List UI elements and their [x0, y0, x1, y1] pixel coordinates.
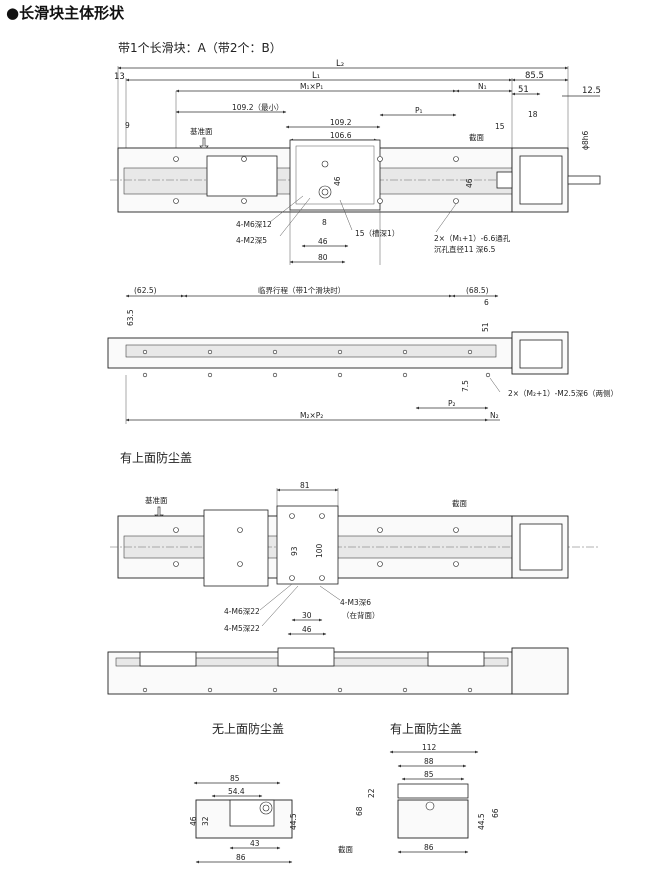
dim-68-5: (68.5) — [466, 286, 489, 295]
end2-dim-22: 22 — [367, 788, 376, 798]
end-dim-86: 86 — [236, 853, 246, 862]
top-view-2: 81 基准面 截面 93 100 4-M6深22 4-M5深22 30 46 4… — [110, 481, 600, 636]
end-dim-44-5: 44.5 — [289, 813, 298, 830]
dim-13: 13 — [114, 72, 125, 82]
slot-label: 15（槽深1） — [355, 228, 399, 238]
dim-18: 18 — [528, 110, 538, 119]
datum-label: 基准面 — [190, 126, 213, 136]
dim-15: 15 — [495, 122, 505, 131]
callout-m3: 4-M3深6 — [340, 598, 371, 607]
end2-dim-68: 68 — [355, 806, 364, 816]
dim-80: 80 — [318, 253, 328, 262]
end2-dim-86: 86 — [424, 843, 434, 852]
end2-dim-85: 85 — [424, 770, 434, 779]
end2-dim-66: 66 — [491, 808, 500, 818]
label-with-cover: 有上面防尘盖 — [390, 721, 462, 736]
side-holes — [142, 349, 491, 378]
callout-m6-2: 4-M6深22 — [224, 607, 260, 616]
covered-side-motor — [511, 647, 569, 695]
heading: ●长滑块主体形状 — [6, 4, 125, 22]
dim-8: 8 — [322, 218, 327, 227]
dim-100: 100 — [315, 543, 324, 558]
end-dim-46: 46 — [189, 816, 198, 826]
cover-holes — [173, 513, 459, 581]
dim-6: 6 — [484, 298, 489, 307]
section-label: 截面 — [469, 132, 484, 142]
end2-cover — [397, 783, 469, 799]
dim-n2: N₂ — [490, 411, 499, 420]
side-view-2 — [107, 647, 569, 695]
holes-1-counterbore: 沉孔直径11 深6.5 — [434, 244, 496, 254]
dim-106-6: 106.6 — [330, 131, 352, 140]
dim-m1p1: M₁×P₁ — [300, 82, 323, 91]
dim-62-5: (62.5) — [134, 286, 157, 295]
covered-side-holes — [142, 687, 473, 693]
holes-2-label: 2×（M₂+1）-M2.5深6（两侧） — [508, 388, 618, 398]
end-dim-85: 85 — [230, 774, 240, 783]
backside-label: （在背面） — [342, 610, 380, 620]
dim-51-b: 51 — [481, 322, 490, 332]
side-slider-c — [427, 651, 485, 667]
end2-dim-112: 112 — [422, 743, 437, 752]
dim-m2p2: M₂×P₂ — [300, 411, 323, 420]
subtitle-cover: 有上面防尘盖 — [120, 450, 192, 465]
motor-flange — [519, 155, 563, 205]
covered-slider — [276, 505, 339, 585]
slider-left — [206, 155, 278, 197]
dim-46-c: 46 — [318, 237, 328, 246]
dim-l2: L₂ — [336, 59, 344, 69]
side-slider-b — [277, 647, 335, 667]
end2-dim-88: 88 — [424, 757, 434, 766]
dim-46-a: 46 — [465, 178, 474, 188]
dim-p2: P₂ — [448, 399, 456, 408]
subtitle-a: 带1个长滑块：A（带2个：B） — [118, 41, 282, 55]
coupling — [496, 171, 513, 189]
end-dim-54-4: 54.4 — [228, 787, 245, 796]
side-rail — [125, 344, 497, 358]
dim-109-2: 109.2 — [330, 118, 352, 127]
callout-m2: 4-M2深5 — [236, 236, 267, 245]
dim-l1: L₁ — [312, 71, 320, 81]
long-slider — [289, 139, 381, 211]
dim-30: 30 — [302, 611, 312, 620]
covered-slider-left — [203, 509, 269, 587]
end-dim-32: 32 — [201, 816, 210, 826]
dim-109-2-min: 109.2（最小） — [232, 103, 283, 112]
dim-phi8h6: ϕ8h6 — [581, 131, 590, 150]
side-view-1: (62.5) 临界行程（带1个滑块时） (68.5) 6 63.5 51 7.5… — [107, 285, 618, 424]
dim-63-5: 63.5 — [126, 309, 135, 326]
mount-holes — [173, 156, 459, 204]
section-label-3: 截面 — [338, 844, 353, 854]
dim-46-b: 46 — [333, 176, 342, 186]
end-view-with-cover: 112 88 85 22 68 44.5 66 86 截面 — [338, 743, 500, 854]
datum-label-2: 基准面 — [145, 495, 168, 505]
end-view-no-cover: 85 54.4 46 32 44.5 43 86 — [189, 774, 298, 864]
end-dim-43: 43 — [250, 839, 260, 848]
dim-81: 81 — [300, 481, 310, 490]
side-slider-a — [139, 651, 197, 667]
dim-p1: P₁ — [415, 106, 423, 115]
callout-m5: 4-M5深22 — [224, 624, 260, 633]
callout-m6: 4-M6深12 — [236, 220, 272, 229]
dim-93: 93 — [290, 546, 299, 556]
dim-7-5: 7.5 — [461, 380, 470, 392]
dim-n1: N₁ — [478, 82, 487, 91]
dim-9: 9 — [125, 121, 130, 130]
dim-12-5: 12.5 — [582, 86, 601, 96]
dim-51: 51 — [518, 85, 529, 95]
motor-shaft — [567, 175, 601, 185]
dim-85-5: 85.5 — [525, 71, 544, 81]
dim-46-d: 46 — [302, 625, 312, 634]
end2-dim-44-5: 44.5 — [477, 813, 486, 830]
section-label-2: 截面 — [452, 498, 467, 508]
top-view-1: L₂ L₁ 13 85.5 M₁×P₁ N₁ 51 12.5 109.2（最小）… — [110, 59, 601, 265]
label-no-cover: 无上面防尘盖 — [212, 721, 284, 736]
stroke-label: 临界行程（带1个滑块时） — [258, 285, 345, 295]
holes-1-label: 2×（M₁+1）-6.6通孔 — [434, 233, 511, 243]
